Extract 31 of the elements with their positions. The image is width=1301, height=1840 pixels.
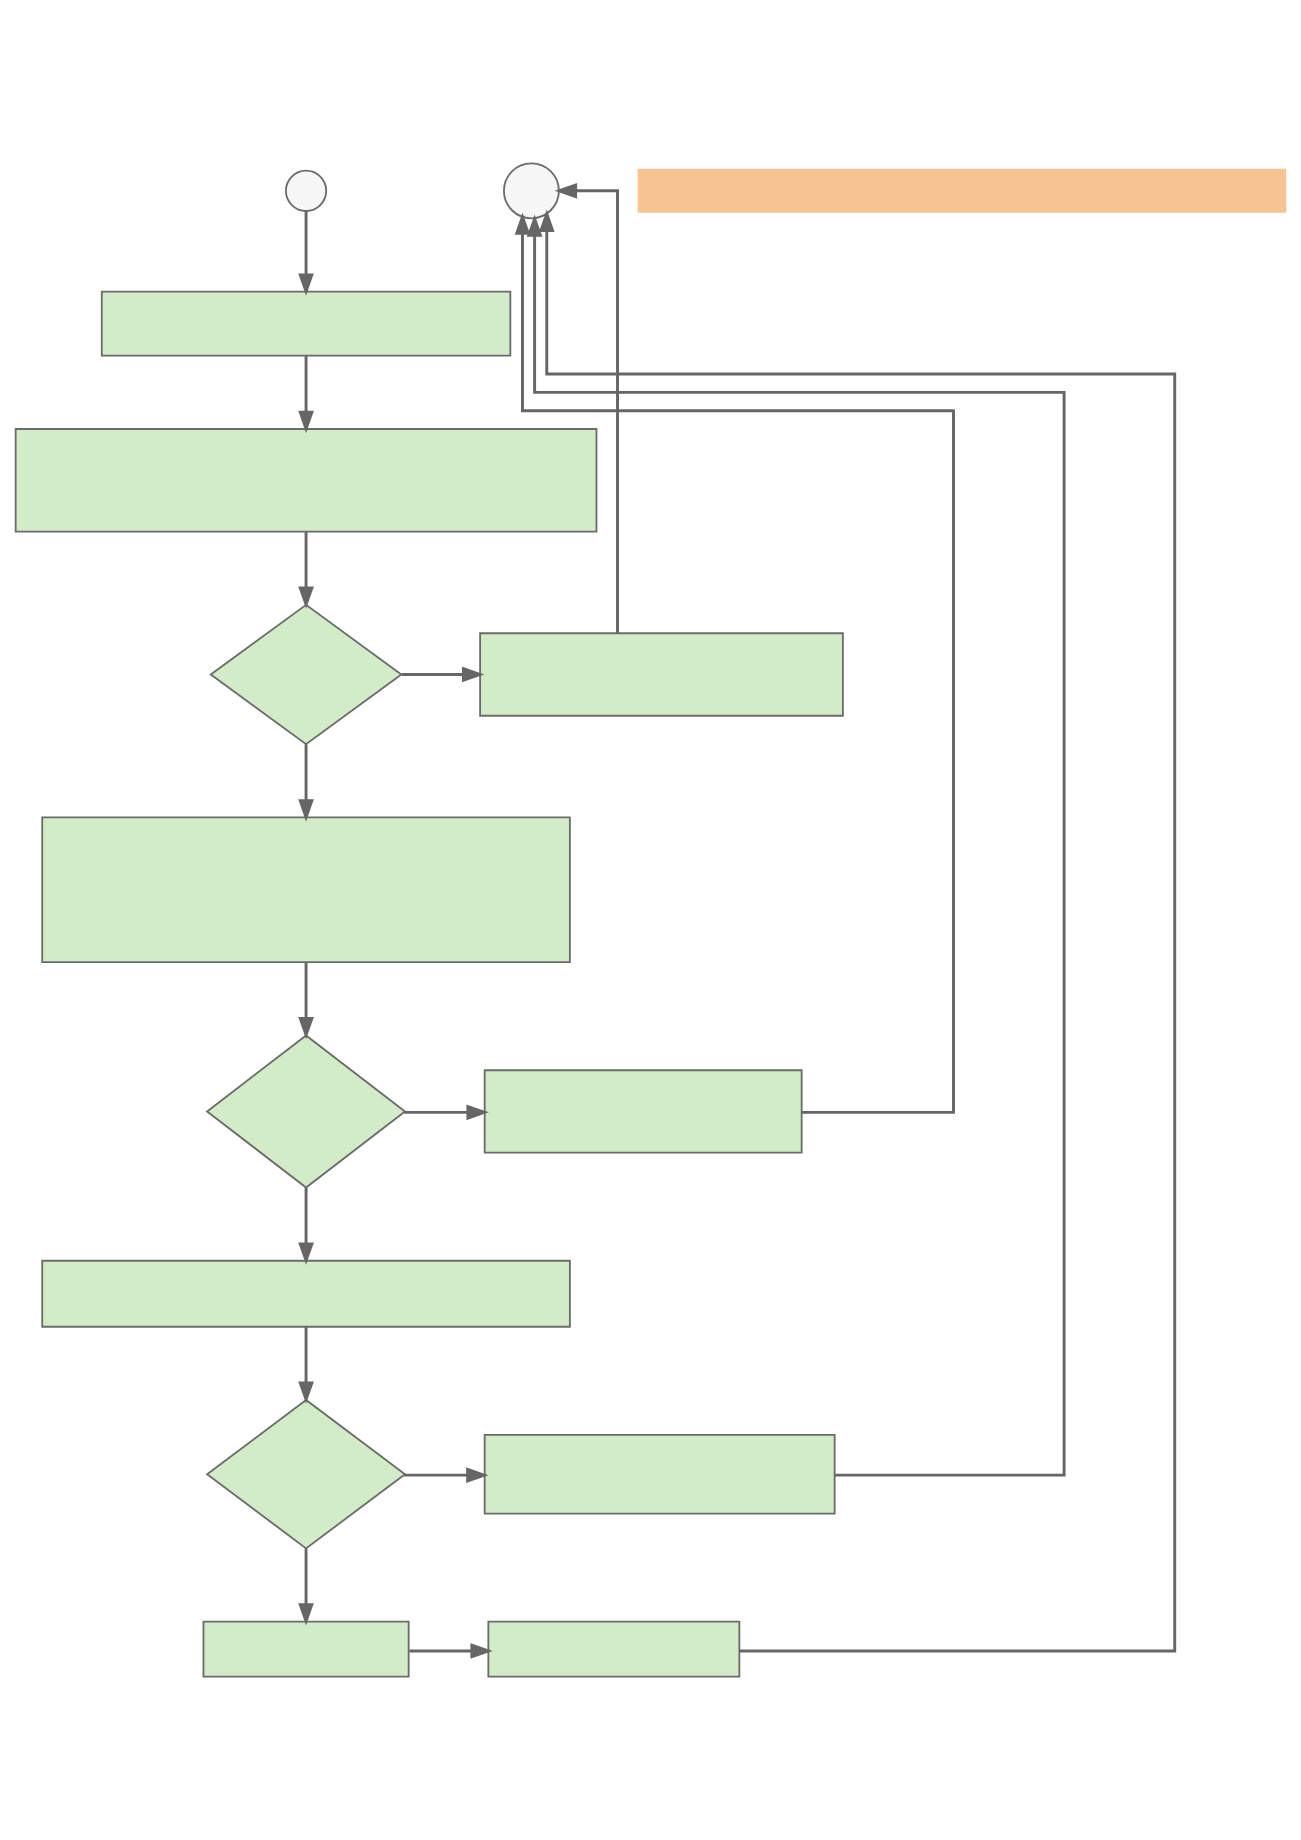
arrow xyxy=(298,1326,314,1404)
arrow xyxy=(404,1467,489,1483)
node-box xyxy=(100,290,512,357)
arrow xyxy=(298,962,314,1040)
node-circle xyxy=(503,162,560,220)
node-box xyxy=(487,1620,741,1678)
node-diamond xyxy=(205,1398,407,1550)
arrow xyxy=(298,1187,314,1265)
arrow xyxy=(298,356,314,434)
node-box xyxy=(14,428,598,533)
arrow xyxy=(298,744,314,822)
arrow xyxy=(526,214,1066,1477)
arrow xyxy=(538,209,1177,1653)
node-box xyxy=(202,1620,410,1678)
arrow xyxy=(404,1104,489,1121)
node-box xyxy=(483,1069,803,1154)
arrow xyxy=(298,211,314,296)
arrow xyxy=(514,212,955,1114)
node-bar xyxy=(637,168,1287,213)
node-box xyxy=(41,1259,571,1328)
node-box xyxy=(41,816,571,964)
node-diamond xyxy=(209,603,403,746)
arrow xyxy=(401,666,485,683)
arrow xyxy=(409,1643,493,1659)
node-circle xyxy=(285,169,328,212)
node-box xyxy=(479,632,844,717)
node-box xyxy=(483,1433,836,1515)
arrow xyxy=(298,531,314,609)
arrow xyxy=(554,182,619,634)
arrow xyxy=(298,1548,314,1626)
node-diamond xyxy=(205,1034,407,1189)
